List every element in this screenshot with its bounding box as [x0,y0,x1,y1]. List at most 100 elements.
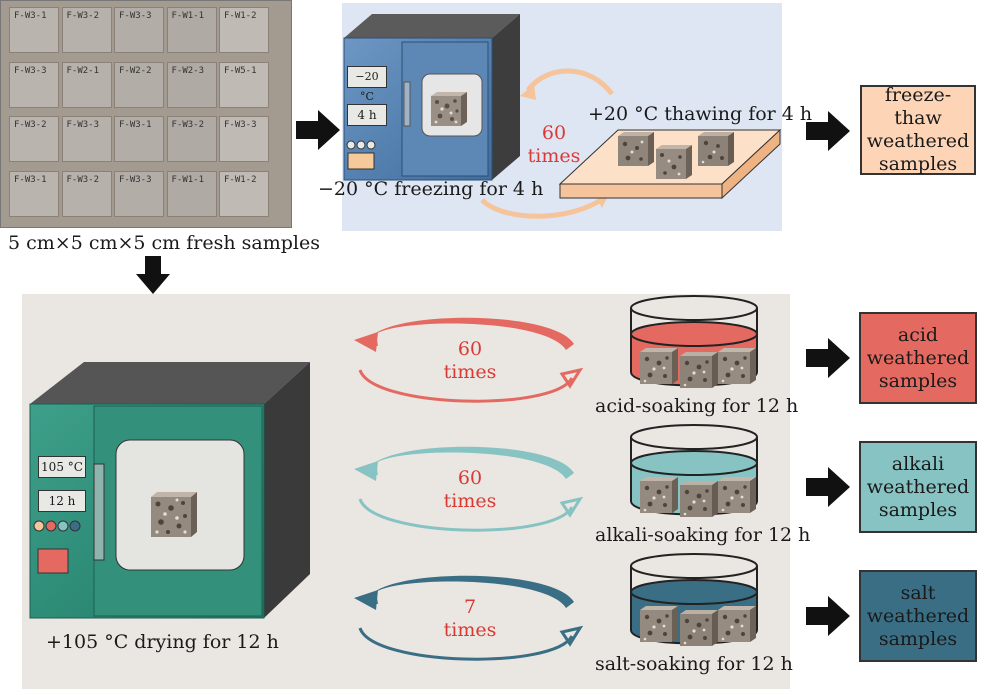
photo-sample-cube: F-W2-1 [61,61,112,108]
arrow-right-icon [806,111,850,151]
stone-sample [151,492,197,537]
photo-sample-cube: F-W3-3 [114,7,164,53]
result-line: alkali [891,452,945,475]
photo-sample-label: F-W3-1 [14,11,47,21]
soaking-label: salt-soaking for 12 h [595,653,793,675]
soaking-label: alkali-soaking for 12 h [595,524,811,546]
photo-sample-cube: F-W3-3 [61,116,112,162]
freezing-label: −20 °C freezing for 4 h [318,178,544,200]
arrow-right-icon [806,596,850,636]
photo-sample-label: F-W3-2 [66,174,100,185]
photo-sample-cube: F-W3-3 [219,116,269,162]
dryer-temp-display: 105 °C [38,456,86,478]
photo-sample-label: F-W1-2 [224,11,257,21]
photo-sample-cube: F-W1-1 [166,7,217,53]
result-line: weathered [866,475,970,498]
photo-sample-label: F-W3-1 [119,120,152,130]
photo-sample-cube: F-W3-2 [61,7,112,53]
result-line: acid [897,323,939,346]
freeze-thaw-result-box: freeze-thaw weathered samples [860,84,976,175]
stone-sample [698,132,734,166]
stone-sample [680,352,718,388]
result-line: weathered [866,604,970,627]
photo-sample-cube: F-W1-2 [219,7,269,53]
stone-sample [718,348,756,384]
stone-sample [718,477,756,513]
soak-cycle-number: 7 [463,596,477,618]
soak-cycle-number: 60 [457,338,483,360]
stone-sample [640,348,678,384]
photo-sample-cube: F-W1-1 [166,170,217,217]
freezer-controls [346,140,376,170]
photo-sample-cube: F-W3-2 [61,170,112,217]
photo-sample-cube: F-W3-2 [9,116,59,162]
stone-sample [656,145,692,179]
photo-sample-cube: F-W2-3 [166,61,217,108]
dryer-time-display: 12 h [38,490,86,512]
photo-caption: 5 cm×5 cm×5 cm fresh samples [8,232,320,254]
stone-sample [680,481,718,517]
stone-sample [640,477,678,513]
thawing-label: +20 °C thawing for 4 h [588,103,813,125]
drying-label: +105 °C drying for 12 h [46,631,279,653]
photo-sample-label: F-W1-2 [224,174,257,185]
soak-cycle-arrows-icon [354,317,584,403]
arrow-right-icon [296,110,340,150]
result-line: weathered [866,346,970,369]
dryer-controls [33,520,81,574]
result-line: samples [878,369,958,392]
result-line: freeze-thaw [884,84,952,129]
photo-sample-cube: F-W3-3 [9,61,59,108]
freeze-cycle-unit: times [527,145,581,167]
soak-cycle-unit: times [443,490,497,512]
photo-sample-label: F-W2-3 [171,65,205,76]
photo-sample-label: F-W1-1 [171,174,205,185]
drying-oven [29,362,310,619]
stone-sample [640,606,678,642]
photo-sample-cube: F-W3-1 [9,7,59,53]
photo-sample-label: F-W3-2 [66,11,100,21]
soak-cycle-arrows-icon [354,575,584,661]
photo-sample-cube: F-W3-1 [114,116,164,162]
freeze-cycle-count: 60 times [522,122,586,168]
photo-sample-cube: F-W2-2 [114,61,164,108]
photo-sample-label: F-W3-3 [119,174,152,185]
photo-sample-label: F-W3-3 [119,11,152,21]
soak-cycle-unit: times [443,361,497,383]
photo-sample-cube: F-W1-2 [219,170,269,217]
photo-sample-label: F-W2-2 [119,65,152,76]
result-line: samples [878,498,958,521]
photo-sample-label: F-W3-2 [171,120,205,130]
photo-sample-label: F-W3-2 [14,120,47,130]
result-line: salt [900,581,936,604]
photo-sample-cube: F-W3-3 [114,170,164,217]
arrow-right-icon [806,338,850,378]
arrow-down-icon [136,256,170,294]
freeze-cycle-number: 60 [541,122,567,144]
freezer-temp-display: −20 °C [347,66,387,103]
photo-sample-label: F-W3-3 [224,120,257,130]
photo-sample-label: F-W5-1 [224,65,257,76]
result-line: samples [878,627,958,650]
photo-sample-cube: F-W5-1 [219,61,269,108]
result-line: weathered [866,130,970,152]
result-line: samples [878,153,958,175]
photo-sample-label: F-W3-3 [66,120,100,130]
stone-sample [680,610,718,646]
soak-cycle-number: 60 [457,467,483,489]
freeze-cycle-arrows-icon [480,68,615,219]
soak-cycle-arrows-icon [354,446,584,532]
soaking-label: acid-soaking for 12 h [595,395,799,417]
photo-sample-label: F-W1-1 [171,11,205,21]
soak-cycle-unit: times [443,619,497,641]
arrow-right-icon [806,467,850,507]
photo-sample-cube: F-W3-1 [9,170,59,217]
freezer-time-display: 4 h [347,104,387,126]
stone-sample [618,132,654,166]
